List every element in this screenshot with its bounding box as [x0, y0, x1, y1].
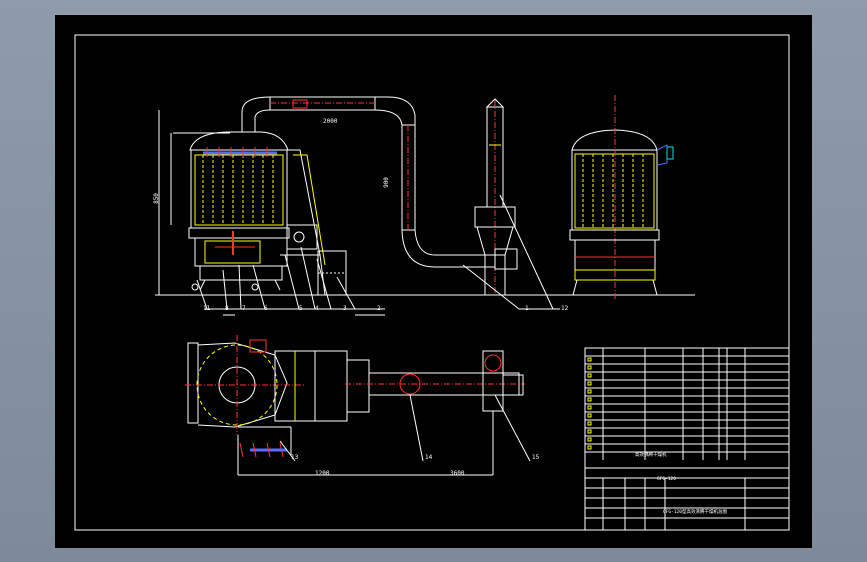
dryer-body-front: [158, 110, 290, 295]
plan-view: [185, 335, 525, 476]
drawing-sheet[interactable]: 11 8 7 6 5 4 3 2 1 12 13 14 15 850 2000 …: [55, 15, 812, 548]
cyclone-separator: [474, 98, 518, 296]
support-frame: [280, 149, 347, 296]
assembly-drawing: [74, 34, 790, 531]
outer-frame: [74, 34, 790, 531]
dryer-body-side: [569, 95, 674, 300]
exhaust-duct: [241, 96, 495, 268]
parts-list-table: [584, 347, 790, 531]
leader-lines: [196, 194, 560, 462]
